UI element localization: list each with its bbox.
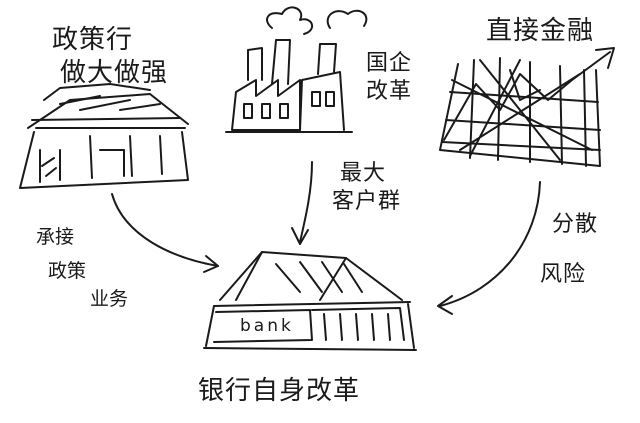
finance-to-bank-label-line2: 风险 — [540, 262, 587, 287]
policy-bank-building-drawing — [19, 83, 189, 189]
soe-to-bank-label-line1: 最大 — [340, 161, 387, 186]
soe-reform-label: 国企 改革 — [366, 50, 412, 105]
soe-reform-label-line2: 改革 — [366, 78, 413, 104]
policy-bank-label-line2: 做大做强 — [60, 57, 169, 88]
soe-to-bank-arrowhead — [291, 227, 309, 245]
soe-reform-label-line1: 国企 — [366, 51, 413, 76]
soe-to-bank-arrow — [299, 161, 313, 243]
policy-to-bank-label-line3: 业务 — [90, 288, 129, 310]
policy-bank-label: 政策行 做大做强 — [52, 24, 168, 89]
soe-to-bank-label: 最大 客户群 — [332, 160, 401, 215]
policy-bank-label-line1: 政策行 — [52, 25, 134, 55]
policy-to-bank-label-line2: 政策 — [48, 260, 87, 282]
policy-to-bank-label-line1: 承接 — [36, 226, 75, 248]
factory-drawing — [225, 6, 368, 133]
central-bank-drawing — [203, 251, 417, 351]
finance-scaffold-drawing — [439, 47, 615, 167]
finance-to-bank-arrowhead — [437, 295, 453, 315]
policy-to-bank-arrow — [111, 193, 219, 267]
soe-to-bank-label-line2: 客户群 — [332, 188, 402, 214]
bank-reform-caption: 银行自身改革 — [198, 376, 361, 406]
bank-sign: bank — [240, 316, 294, 336]
finance-to-bank-label-line1: 分散 — [552, 212, 599, 237]
finance-to-bank-arrow — [439, 181, 541, 307]
policy-to-bank-arrowhead — [203, 255, 219, 273]
direct-finance-label: 直接金融 — [486, 16, 595, 46]
